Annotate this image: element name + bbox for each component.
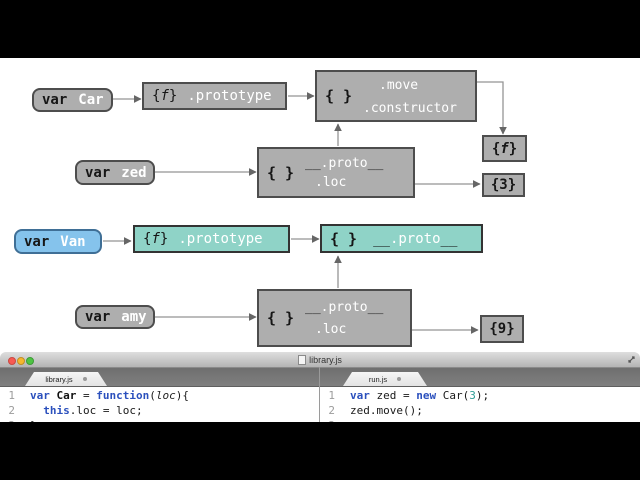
var-amy-box: var amy	[75, 305, 155, 329]
constructor-property: .constructor	[363, 101, 457, 116]
code-text: this.loc = loc;	[43, 404, 143, 417]
function-literal: {f}	[143, 231, 169, 247]
zoom-button-icon[interactable]	[26, 356, 34, 365]
minimize-button-icon[interactable]	[17, 356, 25, 365]
window-title: library.js	[309, 354, 342, 365]
code-text: zed.move();	[350, 404, 423, 417]
var-name: zed	[121, 164, 147, 181]
code-line: 1 var zed = new Car(3);	[320, 388, 640, 403]
function-literal: {f}	[491, 140, 518, 157]
close-button-icon[interactable]	[8, 356, 16, 365]
value-3-box: {3}	[482, 173, 525, 197]
var-name: Van	[60, 233, 86, 250]
object-braces: { }	[330, 229, 358, 248]
object-braces: { }	[325, 87, 353, 105]
code-line: 2 this.loc = loc;	[0, 403, 320, 418]
tab-library-js[interactable]: library.js	[25, 372, 107, 386]
var-keyword: var	[85, 164, 111, 181]
proto-property: __.proto__	[305, 156, 384, 171]
fullscreen-icon[interactable]	[627, 355, 636, 364]
window-titlebar: library.js	[0, 352, 640, 368]
var-keyword: var	[42, 92, 68, 108]
object-braces: { }	[267, 309, 295, 327]
tab-bar: library.js run.js	[0, 368, 640, 387]
value-9-box: {9}	[480, 315, 524, 343]
var-zed-box: var zed	[75, 160, 155, 185]
loc-property: .loc	[315, 322, 347, 337]
value-9: {9}	[489, 321, 515, 337]
tab-label: library.js	[45, 374, 73, 384]
function-literal: {f}	[152, 88, 178, 104]
code-text: var Car = function(loc){	[30, 389, 189, 402]
code-line: 2 zed.move();	[320, 403, 640, 418]
modified-dot-icon	[83, 377, 87, 381]
var-keyword: var	[24, 233, 50, 250]
var-name: amy	[121, 309, 147, 325]
loc-property: .loc	[315, 175, 347, 190]
object-braces: { }	[267, 163, 295, 182]
var-keyword: var	[85, 309, 111, 325]
prototype-label: .prototype	[178, 231, 263, 247]
tab-run-js[interactable]: run.js	[343, 372, 427, 386]
amy-object-box: { } __.proto__ .loc	[257, 289, 412, 347]
tab-label: run.js	[368, 374, 388, 384]
letterbox-bottom	[0, 422, 640, 480]
prototype-label: .prototype	[187, 88, 272, 104]
value-3: {3}	[490, 177, 517, 193]
document-icon	[298, 354, 307, 365]
van-prototype-box: {f} .prototype	[133, 225, 290, 253]
line-number: 1	[328, 389, 335, 402]
var-name: Car	[78, 92, 104, 108]
zed-object-box: { } __.proto__ .loc	[257, 147, 415, 198]
letterbox-top	[0, 0, 640, 58]
move-property: .move	[379, 78, 419, 93]
van-prototype-object-box: { } __.proto__	[320, 224, 483, 253]
constructor-function-box: {f}	[482, 135, 527, 162]
line-number: 2	[8, 404, 15, 417]
line-number: 1	[8, 389, 15, 402]
var-car-box: var Car	[32, 88, 113, 112]
car-prototype-object-box: { } .move .constructor	[315, 70, 477, 122]
proto-property: __.proto__	[305, 300, 384, 315]
code-text: var zed = new Car(3);	[350, 389, 490, 402]
pane-divider[interactable]	[319, 367, 320, 430]
line-number: 2	[328, 404, 335, 417]
code-line: 1 var Car = function(loc){	[0, 388, 320, 403]
proto-property: __.proto__	[373, 230, 458, 247]
car-prototype-box: {f} .prototype	[142, 82, 287, 110]
window-title-group: library.js	[298, 354, 342, 365]
modified-dot-icon	[397, 377, 401, 381]
var-van-box: var Van	[14, 229, 102, 254]
